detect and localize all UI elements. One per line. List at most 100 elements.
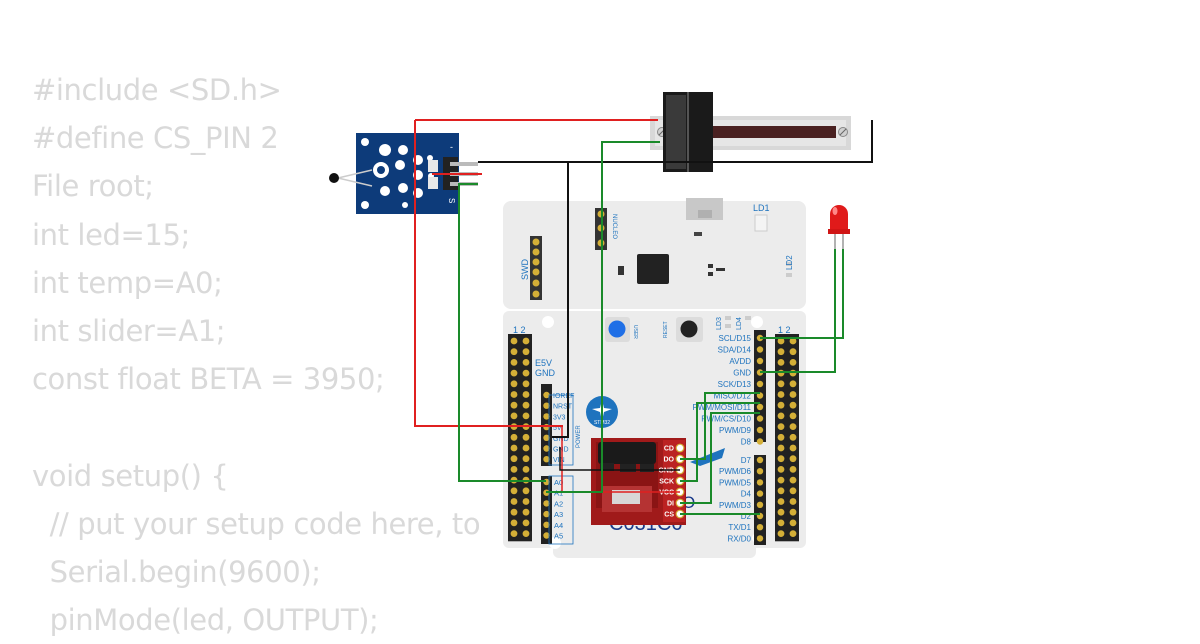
header-pin[interactable] <box>777 487 785 495</box>
red-led[interactable] <box>828 205 850 249</box>
header-pin[interactable] <box>510 359 518 366</box>
header-pin[interactable] <box>777 391 785 398</box>
header-pin[interactable] <box>777 530 785 537</box>
header-pin[interactable] <box>777 466 785 473</box>
header-pin[interactable] <box>522 455 530 463</box>
slide-potentiometer[interactable] <box>650 92 851 172</box>
header-pin[interactable] <box>789 369 797 377</box>
header-pin[interactable] <box>756 468 764 475</box>
header-pin[interactable] <box>789 476 797 484</box>
header-pin[interactable] <box>510 530 518 537</box>
header-pin[interactable] <box>543 413 550 420</box>
header-pin[interactable] <box>543 521 550 528</box>
header-pin[interactable] <box>510 369 518 377</box>
header-pin[interactable] <box>756 438 764 445</box>
header-pin[interactable] <box>756 501 764 508</box>
header-pin[interactable] <box>789 401 797 409</box>
header-pin[interactable] <box>777 498 785 505</box>
analog-header[interactable] <box>541 476 552 544</box>
header-pin[interactable] <box>777 508 785 516</box>
header-pin[interactable] <box>522 444 530 452</box>
header-pin[interactable] <box>777 401 785 409</box>
header-pin[interactable] <box>756 535 764 542</box>
right-morpho-header[interactable] <box>775 334 799 542</box>
header-pin[interactable] <box>510 391 518 398</box>
header-pin[interactable] <box>777 423 785 430</box>
header-pin[interactable] <box>756 426 764 434</box>
header-pin[interactable] <box>789 348 797 356</box>
header-pin[interactable] <box>510 498 518 505</box>
header-pin[interactable] <box>756 479 764 486</box>
header-pin[interactable] <box>777 412 785 420</box>
header-pin[interactable] <box>522 412 530 420</box>
header-pin[interactable] <box>789 359 797 366</box>
header-pin[interactable] <box>789 466 797 473</box>
header-pin[interactable] <box>510 455 518 463</box>
header-pin[interactable] <box>522 466 530 473</box>
header-pin[interactable] <box>789 337 797 345</box>
header-pin[interactable] <box>510 348 518 356</box>
header-pin[interactable] <box>789 508 797 516</box>
header-pin[interactable] <box>522 337 530 345</box>
header-pin[interactable] <box>789 433 797 441</box>
header-pin[interactable] <box>510 337 518 345</box>
header-pin[interactable] <box>789 455 797 463</box>
header-pin[interactable] <box>510 401 518 409</box>
header-pin[interactable] <box>756 524 764 531</box>
header-pin[interactable] <box>777 369 785 377</box>
header-pin[interactable] <box>522 530 530 537</box>
header-pin[interactable] <box>543 510 550 518</box>
header-pin[interactable] <box>789 498 797 505</box>
header-pin[interactable] <box>777 476 785 484</box>
header-pin[interactable] <box>789 519 797 527</box>
header-pin[interactable] <box>789 391 797 398</box>
sd-pin[interactable] <box>675 443 685 453</box>
header-pin[interactable] <box>510 444 518 452</box>
header-pin[interactable] <box>756 490 764 497</box>
header-pin[interactable] <box>777 433 785 441</box>
left-morpho-header[interactable] <box>508 334 532 542</box>
header-pin[interactable] <box>510 487 518 495</box>
header-pin[interactable] <box>543 456 550 463</box>
header-pin[interactable] <box>522 401 530 409</box>
header-pin[interactable] <box>777 380 785 388</box>
header-pin[interactable] <box>522 348 530 356</box>
header-pin[interactable] <box>522 498 530 505</box>
header-pin[interactable] <box>543 500 550 507</box>
digital-header-bottom[interactable] <box>754 455 766 545</box>
header-pin[interactable] <box>777 444 785 452</box>
header-pin[interactable] <box>510 466 518 473</box>
header-pin[interactable] <box>522 519 530 527</box>
header-pin[interactable] <box>543 434 550 441</box>
header-pin[interactable] <box>543 532 550 539</box>
header-pin[interactable] <box>510 519 518 527</box>
header-pin[interactable] <box>756 456 764 464</box>
header-pin[interactable] <box>777 519 785 527</box>
header-pin[interactable] <box>522 433 530 441</box>
header-pin[interactable] <box>522 369 530 377</box>
header-pin[interactable] <box>789 423 797 430</box>
header-pin[interactable] <box>756 357 764 365</box>
header-pin[interactable] <box>543 445 550 452</box>
header-pin[interactable] <box>777 359 785 366</box>
header-pin[interactable] <box>510 412 518 420</box>
header-pin[interactable] <box>543 402 550 409</box>
header-pin[interactable] <box>789 487 797 495</box>
header-pin[interactable] <box>510 380 518 388</box>
header-pin[interactable] <box>789 444 797 452</box>
header-pin[interactable] <box>789 530 797 537</box>
header-pin[interactable] <box>777 455 785 463</box>
header-pin[interactable] <box>510 508 518 516</box>
header-pin[interactable] <box>522 359 530 366</box>
header-pin[interactable] <box>756 403 764 411</box>
header-pin[interactable] <box>756 346 764 353</box>
header-pin[interactable] <box>756 380 764 388</box>
user-button-cap[interactable] <box>608 320 626 338</box>
header-pin[interactable] <box>789 412 797 420</box>
header-pin[interactable] <box>543 391 550 399</box>
header-pin[interactable] <box>756 415 764 422</box>
header-pin[interactable] <box>522 487 530 495</box>
header-pin[interactable] <box>510 433 518 441</box>
header-pin[interactable] <box>522 391 530 398</box>
